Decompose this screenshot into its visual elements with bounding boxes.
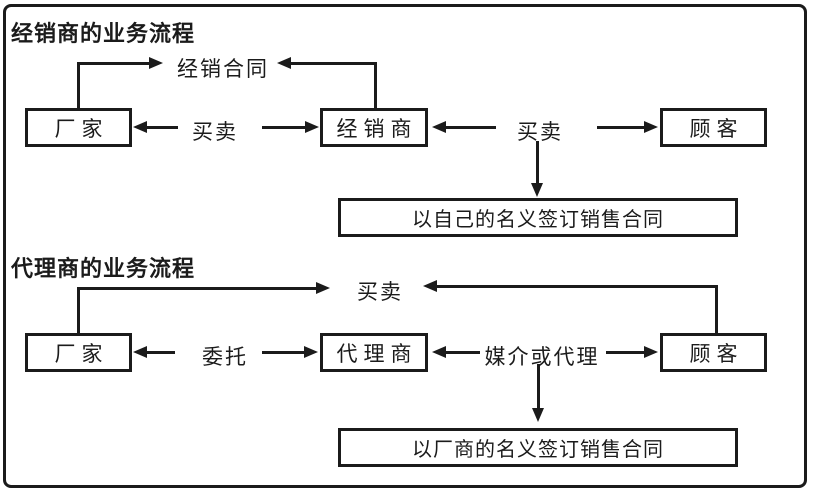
arrowhead-down-icon xyxy=(532,408,544,422)
arrow-line xyxy=(77,287,316,290)
entrust-label: 委托 xyxy=(202,346,248,369)
mediate-label: 媒介或代理 xyxy=(484,346,600,369)
node-customer-distributor-flow: 顾客 xyxy=(660,108,767,147)
arrowhead-left-icon xyxy=(133,121,147,133)
node-factory-distributor-flow: 厂家 xyxy=(25,108,132,147)
distributor-flow-title: 经销商的业务流程 xyxy=(11,21,196,46)
arrowhead-left-icon xyxy=(432,121,446,133)
result-box-distributor: 以自己的名义签订销售合同 xyxy=(338,198,738,237)
arrow-line xyxy=(291,62,377,65)
arrowhead-down-icon xyxy=(531,183,543,197)
arrowhead-right-icon xyxy=(305,121,319,133)
arrowhead-left-icon xyxy=(432,346,446,358)
arrow-line xyxy=(715,285,718,333)
arrow-line xyxy=(77,63,80,109)
arrow-line xyxy=(446,126,496,129)
arrow-line xyxy=(446,351,480,354)
arrow-line xyxy=(437,285,718,288)
arrowhead-right-icon xyxy=(644,346,658,358)
trade-label-top-agent-flow: 买卖 xyxy=(357,281,403,304)
node-agent: 代理商 xyxy=(320,333,428,372)
node-distributor: 经销商 xyxy=(320,108,428,147)
node-factory-agent-flow: 厂家 xyxy=(25,333,132,372)
trade-label-left: 买卖 xyxy=(192,121,238,144)
arrow-line xyxy=(537,364,540,408)
distribution-contract-label: 经销合同 xyxy=(177,58,269,81)
trade-label-right: 买卖 xyxy=(517,121,563,144)
arrowhead-left-icon xyxy=(423,280,437,292)
node-customer-agent-flow: 顾客 xyxy=(660,333,767,372)
outer-frame xyxy=(3,4,807,488)
arrow-line xyxy=(77,288,80,333)
arrow-line xyxy=(262,351,304,354)
arrowhead-left-icon xyxy=(133,346,147,358)
arrow-line xyxy=(536,141,539,183)
result-box-agent: 以厂商的名义签订销售合同 xyxy=(338,428,738,467)
arrowhead-right-icon xyxy=(644,121,658,133)
arrow-line xyxy=(147,126,178,129)
arrow-line xyxy=(262,126,305,129)
arrowhead-right-icon xyxy=(304,346,318,358)
arrowhead-right-icon xyxy=(149,57,163,69)
arrow-line xyxy=(77,62,149,65)
arrowhead-right-icon xyxy=(316,282,330,294)
arrow-line xyxy=(597,126,644,129)
agent-flow-title: 代理商的业务流程 xyxy=(11,256,196,281)
arrowhead-left-icon xyxy=(277,57,291,69)
arrow-line xyxy=(147,351,175,354)
arrow-line xyxy=(374,62,377,108)
arrow-line xyxy=(606,351,644,354)
